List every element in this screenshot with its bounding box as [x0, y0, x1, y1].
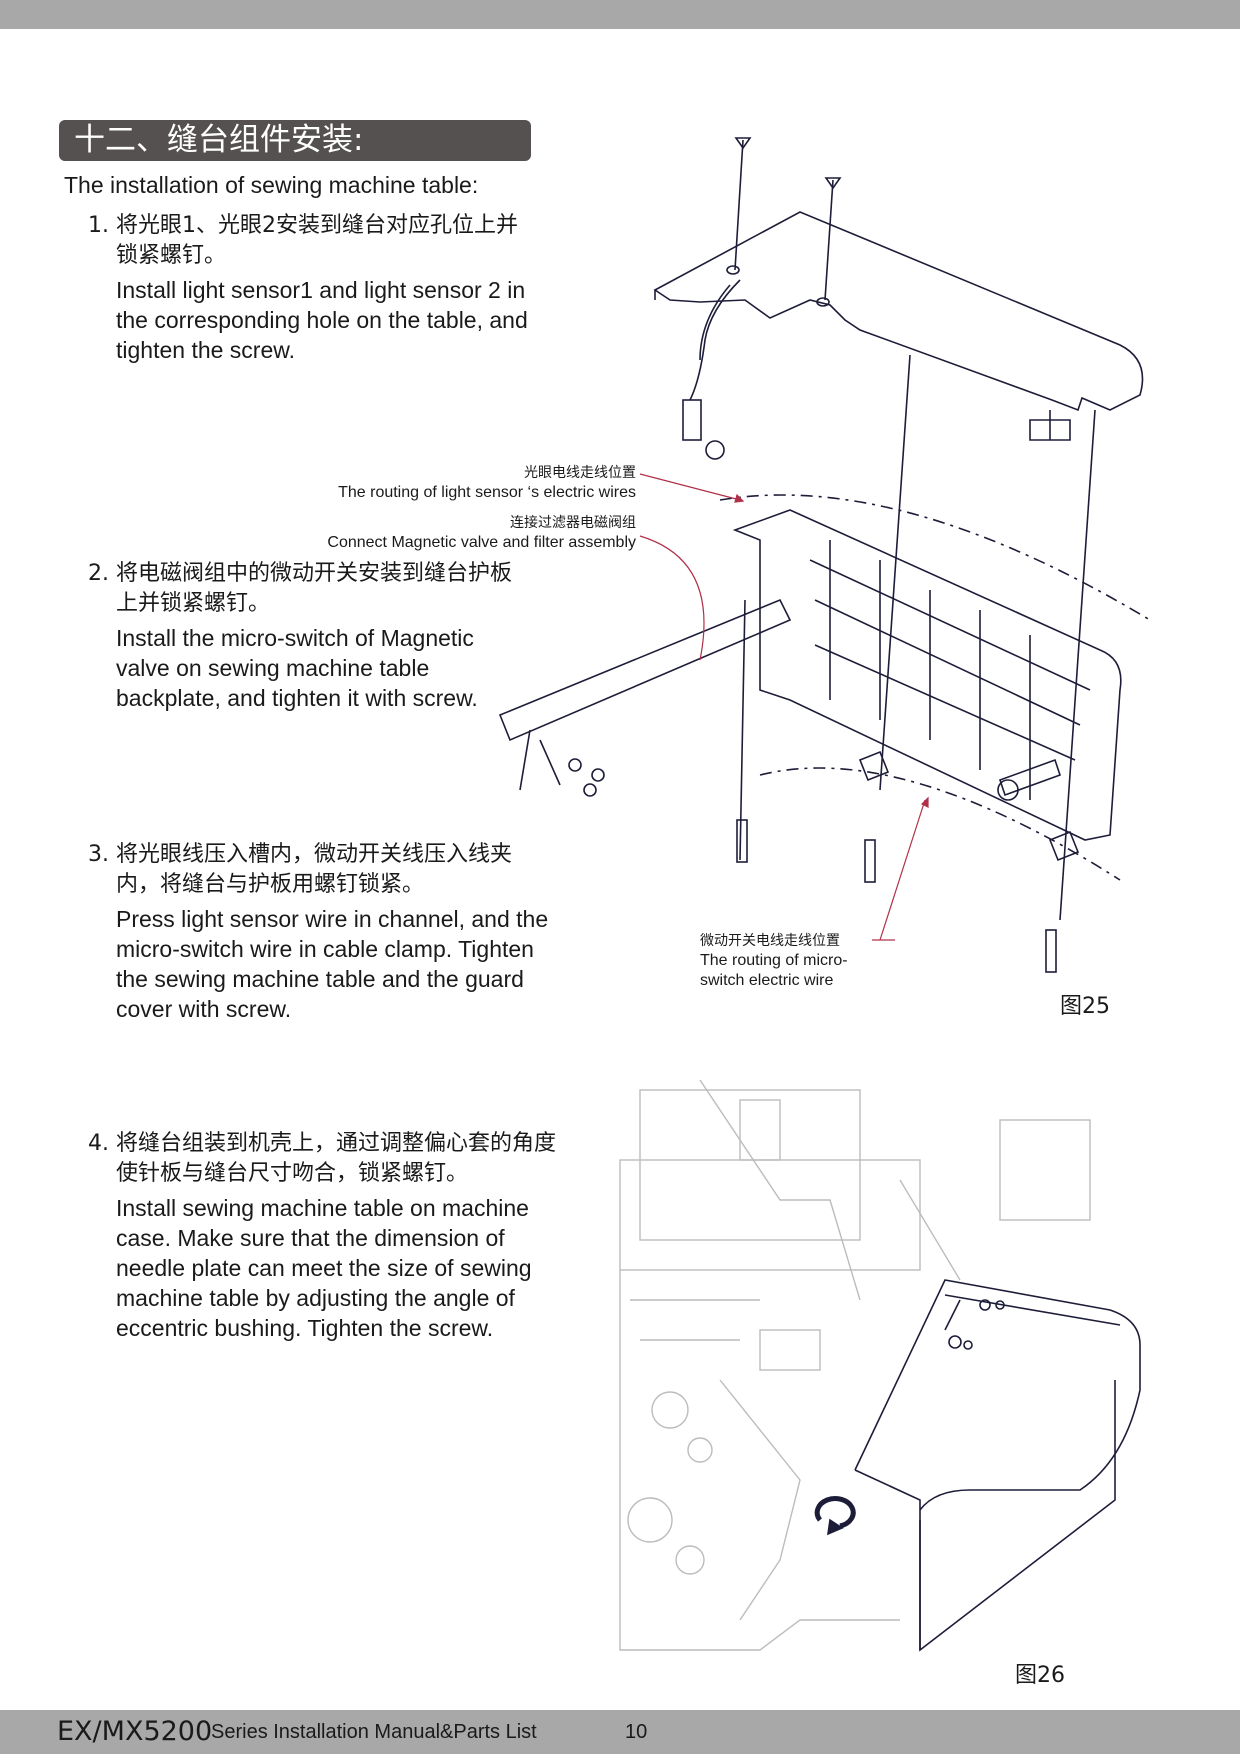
page-number: 10 [625, 1721, 648, 1743]
step-3-cn-line1: 将光眼线压入槽内，微动开关线压入线夹 [116, 842, 513, 867]
footer-bar: EX/MX5200 Series Installation Manual&Par… [0, 1710, 1240, 1754]
step-2-en-line: Install the micro-switch of Magnetic [116, 625, 474, 651]
step-1-cn-line2: 锁紧螺钉。 [116, 243, 227, 268]
step-3-en-line: micro-switch wire in cable clamp. Tighte… [116, 936, 534, 962]
callout-light-sensor-cn: 光眼电线走线位置 [524, 465, 636, 481]
step-4-en-line: Install sewing machine table on machine [116, 1195, 529, 1221]
figure-26-label: 图26 [1015, 1663, 1065, 1688]
section-title: 十二、缝台组件安装: [59, 120, 531, 161]
step-1-en-line: the corresponding hole on the table, and [116, 307, 528, 333]
figure-25-label: 图25 [1060, 994, 1110, 1019]
step-3-cn-line2: 内，将缝台与护板用螺钉锁紧。 [116, 872, 425, 897]
step-4-en: Install sewing machine table on machine … [116, 1193, 556, 1343]
callout-magnetic-valve-cn: 连接过滤器电磁阀组 [510, 515, 636, 531]
top-bar [0, 0, 1240, 29]
step-3-en: Press light sensor wire in channel, and … [116, 904, 548, 1024]
step-4-en-line: needle plate can meet the size of sewing [116, 1255, 532, 1281]
step-2-number: 2. [88, 561, 109, 586]
callout-micro-switch-cn: 微动开关电线走线位置 [700, 933, 840, 949]
step-4-cn: 4. 将缝台组装到机壳上，通过调整偏心套的角度 使针板与缝台尺寸吻合，锁紧螺钉。 [88, 1129, 556, 1189]
callout-micro-switch-en: switch electric wire [700, 972, 834, 989]
step-2-en: Install the micro-switch of Magnetic val… [116, 623, 512, 713]
step-3-cn: 3. 将光眼线压入槽内，微动开关线压入线夹 内，将缝台与护板用螺钉锁紧。 [88, 840, 548, 900]
callout-magnetic-valve-en: Connect Magnetic valve and filter assemb… [327, 534, 636, 551]
figure-25-drawing [498, 137, 1151, 973]
step-1-en-line: Install light sensor1 and light sensor 2… [116, 277, 526, 303]
section-subtitle: The installation of sewing machine table… [64, 172, 479, 198]
step-1-en: Install light sensor1 and light sensor 2… [116, 275, 528, 365]
step-2-en-line: backplate, and tighten it with screw. [116, 685, 478, 711]
figure-26-table-drawing [814, 1279, 1141, 1652]
step-4-en-line: case. Make sure that the dimension of [116, 1225, 505, 1251]
step-2-cn-line2: 上并锁紧螺钉。 [116, 591, 271, 616]
step-1-number: 1. [88, 213, 109, 238]
step-2: 2. 将电磁阀组中的微动开关安装到缝台护板 上并锁紧螺钉。 Install the… [88, 559, 512, 713]
step-3: 3. 将光眼线压入槽内，微动开关线压入线夹 内，将缝台与护板用螺钉锁紧。 Pres… [88, 840, 548, 1024]
step-2-cn-line1: 将电磁阀组中的微动开关安装到缝台护板 [116, 561, 513, 586]
callout-magnetic-valve: 连接过滤器电磁阀组 Connect Magnetic valve and fil… [300, 513, 636, 553]
callout-micro-switch-en: The routing of micro- [700, 952, 848, 969]
step-3-number: 3. [88, 842, 109, 867]
step-4-cn-line2: 使针板与缝台尺寸吻合，锁紧螺钉。 [116, 1161, 469, 1186]
callout-arrows [639, 473, 929, 941]
step-1: 1. 将光眼1、光眼2安装到缝台对应孔位上并 锁紧螺钉。 Install ligh… [88, 211, 528, 365]
callout-light-sensor: 光眼电线走线位置 The routing of light sensor ‘s … [300, 463, 636, 503]
footer-model: EX/MX5200 [57, 1716, 213, 1747]
callout-light-sensor-en: The routing of light sensor ‘s electric … [338, 484, 636, 501]
step-4-en-line: eccentric bushing. Tighten the screw. [116, 1315, 494, 1341]
technical-drawing [498, 137, 1151, 1652]
callout-micro-switch: 微动开关电线走线位置 The routing of micro- switch … [700, 931, 900, 991]
step-4-number: 4. [88, 1131, 109, 1156]
footer-series: Series Installation Manual&Parts List [211, 1721, 537, 1743]
step-4-cn-line1: 将缝台组装到机壳上，通过调整偏心套的角度 [116, 1131, 557, 1156]
step-3-en-line: the sewing machine table and the guard [116, 966, 524, 992]
step-1-en-line: tighten the screw. [116, 337, 295, 363]
step-2-en-line: valve on sewing machine table [116, 655, 430, 681]
step-3-en-line: Press light sensor wire in channel, and … [116, 906, 549, 932]
step-4: 4.将缝台组装到机壳上，通过调整偏心套的角度 使针板与缝台尺寸吻合，锁紧螺钉。 … [88, 1129, 556, 1343]
step-3-en-line: cover with screw. [116, 996, 292, 1022]
step-1-cn: 1. 将光眼1、光眼2安装到缝台对应孔位上并 锁紧螺钉。 [88, 211, 528, 271]
step-1-cn-line1: 将光眼1、光眼2安装到缝台对应孔位上并 [116, 213, 518, 238]
step-2-cn: 2. 将电磁阀组中的微动开关安装到缝台护板 上并锁紧螺钉。 [88, 559, 512, 619]
figure-26-machine-drawing [619, 1079, 1091, 1651]
step-4-en-line: machine table by adjusting the angle of [116, 1285, 515, 1311]
